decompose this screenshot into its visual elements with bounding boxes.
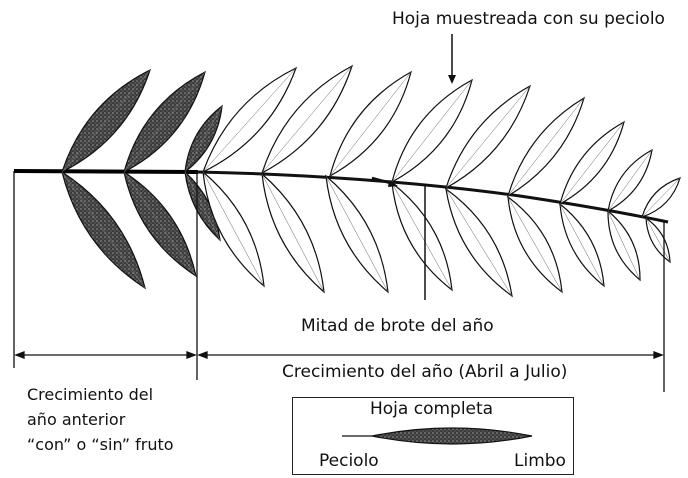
leaflet-midrib [61, 171, 146, 289]
legend-box [292, 397, 574, 475]
legend-petiole-label: Peciolo [319, 451, 379, 471]
leaflet-midrib [641, 177, 681, 218]
legend-leaf-icon [342, 427, 533, 445]
leaflet-midrib [184, 105, 223, 173]
previous-growth-line-3: “con” o “sin” fruto [27, 435, 174, 454]
leaflet-midrib [123, 171, 197, 277]
previous-growth-label: Crecimiento del año anterior “con” o “si… [27, 382, 174, 457]
leaflet-midrib [559, 121, 625, 205]
leaflet-midrib [184, 171, 221, 241]
leaflet-midrib [329, 71, 412, 177]
legend-title: Hoja completa [370, 399, 494, 419]
current-growth-dimension-arrow [197, 351, 664, 359]
leaflet-midrib [645, 217, 671, 263]
leaflet-midrib [61, 69, 151, 173]
old-wood-segment [13, 169, 199, 174]
leaflet-midrib [261, 173, 325, 293]
shoot-stem [13, 169, 669, 224]
leaflet-midrib [391, 79, 473, 183]
leaflet-midrib [445, 85, 531, 189]
previous-growth-line-2: año anterior [27, 410, 126, 429]
leaflet-midrib [202, 171, 265, 287]
sampled-leaf-label: Hoja muestreada con su peciolo [392, 9, 665, 29]
leaflet-midrib [261, 65, 353, 174]
leaf-group [60, 64, 681, 298]
previous-growth-line-1: Crecimiento del [27, 385, 154, 404]
current-growth-label: Crecimiento del año (Abril a Julio) [282, 362, 568, 382]
leaflet-midrib [445, 188, 513, 297]
leaflet-midrib [391, 182, 453, 291]
legend-blade-label: Limbo [514, 451, 566, 471]
sampled-leaf-pointer-arrow [448, 34, 456, 84]
sampled-petiole-arrow [371, 176, 398, 187]
leaflet-midrib [507, 196, 563, 293]
mid-shoot-label: Mitad de brote del año [301, 316, 494, 336]
leaflet-midrib [123, 71, 206, 173]
leaflet-midrib [607, 210, 641, 281]
leaflet-midrib [507, 97, 585, 197]
previous-growth-dimension-arrow [14, 351, 197, 359]
leaflet-midrib [559, 203, 605, 287]
leaflet-midrib [202, 67, 297, 173]
leaflet-midrib [325, 175, 389, 293]
leaflet-midrib [607, 149, 653, 212]
